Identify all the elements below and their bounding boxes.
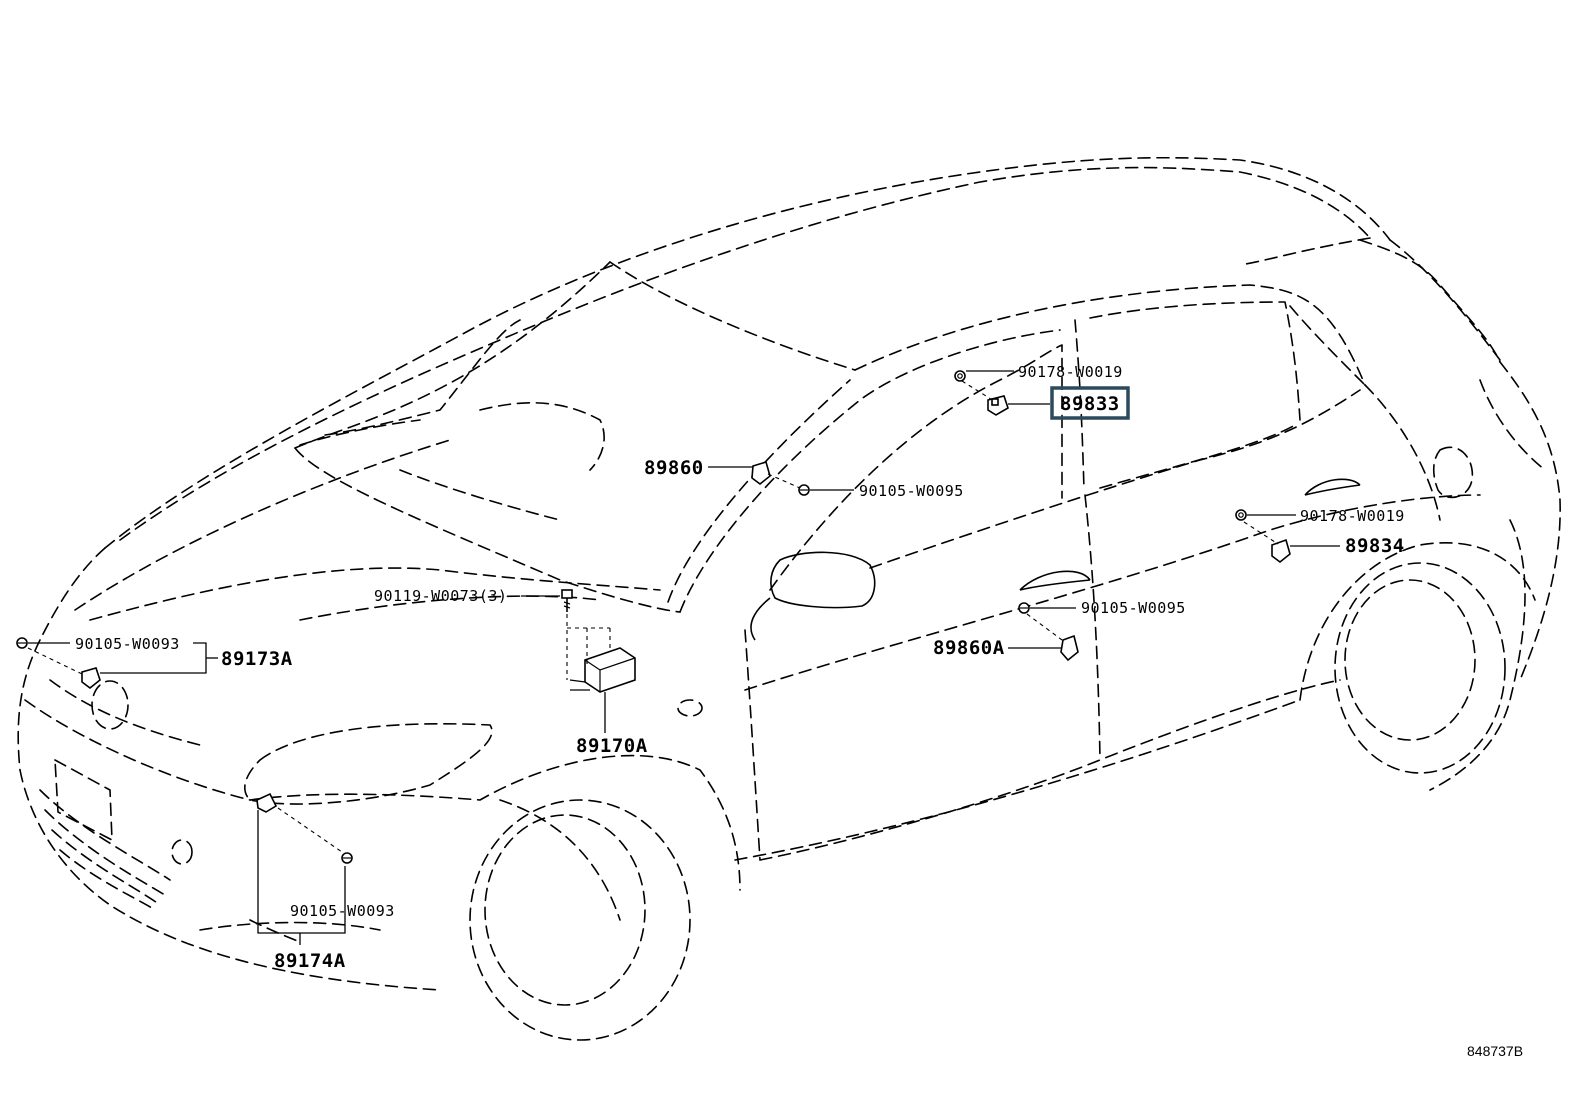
label-89860a[interactable]: 89860A [933, 637, 1005, 659]
label-89834[interactable]: 89834 [1345, 535, 1405, 557]
part-labels: 90178-W0019 89833 89860 90105-W0095 9017… [75, 363, 1523, 1059]
bolt-90105-w0095-a-icon [798, 484, 810, 496]
label-89174a[interactable]: 89174A [274, 950, 346, 972]
part-graphics [16, 370, 1291, 864]
label-89173a[interactable]: 89173A [221, 648, 293, 670]
nut-90178-b-icon [1235, 509, 1247, 521]
label-90119-w0073: 90119-W0073(3) [374, 587, 507, 605]
sensor-89860-icon [751, 460, 771, 486]
airbag-ecu-89170a-icon [569, 647, 636, 693]
nut-90178-a-icon [954, 370, 966, 382]
label-90105-w0093-b: 90105-W0093 [290, 902, 395, 920]
bolt-90105-w0093-b-icon [341, 852, 353, 864]
figure-id: 848737B [1467, 1043, 1523, 1059]
label-90105-w0095-b: 90105-W0095 [1081, 599, 1186, 617]
sensor-89173a-icon [81, 667, 101, 690]
label-89833[interactable]: 89833 [1060, 393, 1120, 415]
bolt-90105-w0093-a-icon [16, 637, 28, 649]
screw-90119-icon [561, 589, 573, 612]
car-body-outline [17, 156, 1561, 1041]
label-89170a[interactable]: 89170A [576, 735, 648, 757]
label-90105-w0093-a: 90105-W0093 [75, 635, 180, 653]
sensor-89174a-icon [256, 792, 278, 813]
sensor-89833-icon [987, 395, 1009, 416]
highlight-box-89833 [1050, 386, 1130, 420]
label-90178-w0019-b: 90178-W0019 [1300, 507, 1405, 525]
leader-lines [27, 370, 1340, 945]
label-90178-w0019-a: 90178-W0019 [1018, 363, 1123, 381]
label-90105-w0095-a: 90105-W0095 [859, 482, 964, 500]
bolt-90105-w0095-b-icon [1018, 602, 1030, 614]
label-89860[interactable]: 89860 [644, 457, 704, 479]
sensor-89834-icon [1271, 538, 1291, 564]
sensor-89860a-icon [1060, 634, 1079, 662]
